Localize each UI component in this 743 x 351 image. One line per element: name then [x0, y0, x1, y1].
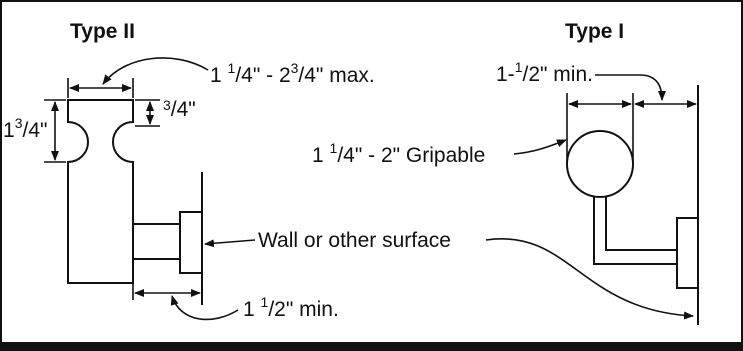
type2-width-label: 1 1/4" - 23/4" max.	[210, 60, 375, 87]
wall-leader-type2	[204, 239, 256, 248]
type1-clearance-leader	[595, 74, 666, 101]
type2-groove-label: 3/4"	[163, 97, 196, 121]
type1-bracket	[593, 189, 678, 265]
bottom-rule	[0, 342, 743, 351]
type1-grip-label: 1 1/4" - 2" Gripable	[312, 140, 485, 167]
type1-clearance-label: 1-1/2" min.	[496, 59, 593, 86]
type2-wall-plate	[179, 211, 203, 274]
type1-grip-leader	[513, 139, 567, 155]
type1-wall-plate	[676, 217, 699, 289]
type2-height-label: 13/4"	[3, 115, 47, 142]
type1-title: Type I	[565, 20, 624, 43]
type2-clearance-label: 1 1/2" min.	[243, 294, 339, 321]
type1-handrail	[566, 130, 634, 198]
wall-leader-type1	[485, 238, 694, 320]
type2-bracket-arm	[132, 223, 181, 260]
type2-title: Type II	[70, 20, 135, 43]
type2-clearance-leader	[170, 295, 239, 321]
wall-label: Wall or other surface	[258, 229, 451, 252]
type2-width-leader	[102, 57, 209, 85]
type2-handrail-profile	[67, 99, 134, 284]
